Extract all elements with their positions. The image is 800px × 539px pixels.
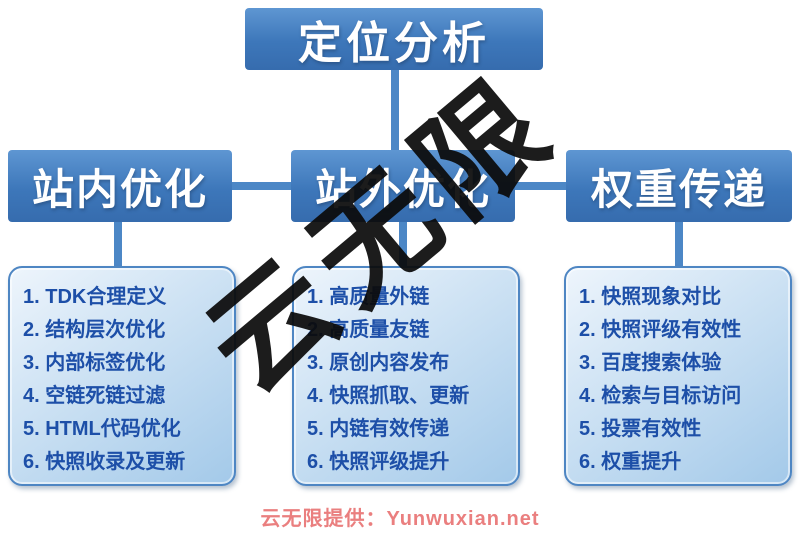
- list-panel-offsite-optimization: 1. 高质量外链 2. 高质量友链 3. 原创内容发布 4. 快照抓取、更新 5…: [292, 266, 520, 486]
- list-item: 1. TDK合理定义: [23, 286, 167, 308]
- connector-left-to-list: [114, 221, 122, 267]
- connector-left-to-center: [228, 182, 294, 190]
- branch-node-offsite-optimization: 站外优化: [291, 150, 515, 222]
- list-item: 6. 快照收录及更新: [23, 451, 186, 473]
- item-list: 1. 快照现象对比 2. 快照评级有效性 3. 百度搜索体验 4. 检索与目标访…: [566, 268, 790, 479]
- branch-node-weight-transfer: 权重传递: [566, 150, 792, 222]
- list-panel-weight-transfer: 1. 快照现象对比 2. 快照评级有效性 3. 百度搜索体验 4. 检索与目标访…: [564, 266, 792, 486]
- list-item: 5. HTML代码优化: [23, 418, 181, 440]
- list-item: 3. 内部标签优化: [23, 352, 166, 374]
- connector-root-to-center: [391, 70, 399, 152]
- list-item: 3. 百度搜索体验: [579, 352, 722, 374]
- connector-right-to-list: [675, 221, 683, 267]
- branch-node-onsite-optimization: 站内优化: [8, 150, 232, 222]
- item-list: 1. TDK合理定义 2. 结构层次优化 3. 内部标签优化 4. 空链死链过滤…: [10, 268, 234, 479]
- list-item: 4. 空链死链过滤: [23, 385, 166, 407]
- list-item: 5. 投票有效性: [579, 418, 702, 440]
- list-item: 4. 快照抓取、更新: [307, 385, 470, 407]
- list-item: 1. 高质量外链: [307, 286, 430, 308]
- list-item: 2. 高质量友链: [307, 319, 430, 341]
- list-item: 5. 内链有效传递: [307, 418, 450, 440]
- list-item: 2. 结构层次优化: [23, 319, 166, 341]
- list-item: 2. 快照评级有效性: [579, 319, 742, 341]
- item-list: 1. 高质量外链 2. 高质量友链 3. 原创内容发布 4. 快照抓取、更新 5…: [294, 268, 518, 479]
- connector-center-to-list: [399, 221, 407, 267]
- list-item: 4. 检索与目标访问: [579, 385, 742, 407]
- list-item: 3. 原创内容发布: [307, 352, 450, 374]
- footer-credit: 云无限提供：Yunwuxian.net: [260, 508, 540, 530]
- list-item: 1. 快照现象对比: [579, 286, 722, 308]
- connector-center-to-right: [512, 182, 570, 190]
- list-item: 6. 快照评级提升: [307, 451, 450, 473]
- list-panel-onsite-optimization: 1. TDK合理定义 2. 结构层次优化 3. 内部标签优化 4. 空链死链过滤…: [8, 266, 236, 486]
- list-item: 6. 权重提升: [579, 451, 682, 473]
- root-node-positioning-analysis: 定位分析: [245, 8, 543, 70]
